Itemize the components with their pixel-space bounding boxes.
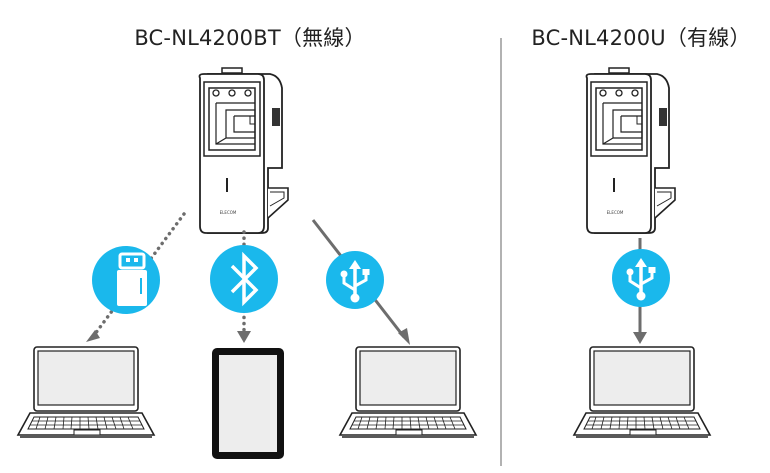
laptop-usb — [339, 346, 477, 438]
scanner-wireless — [198, 67, 289, 234]
usb-dongle-icon — [92, 246, 160, 314]
tablet — [212, 348, 284, 459]
arrow-head — [86, 330, 100, 342]
bluetooth-icon — [210, 245, 278, 313]
laptop-dongle — [17, 346, 155, 438]
scanner-wired — [585, 67, 676, 234]
usb-icon — [610, 247, 672, 309]
laptop-wired — [573, 346, 711, 438]
arrow-head — [633, 332, 647, 344]
usb-icon — [324, 249, 386, 311]
dongle-connection-line — [90, 212, 186, 340]
wireless-model-title: BC-NL4200BT（無線） — [134, 26, 366, 50]
arrow-head — [398, 328, 410, 345]
arrow-head — [237, 331, 251, 343]
wired-model-title: BC-NL4200U（有線） — [531, 26, 751, 50]
